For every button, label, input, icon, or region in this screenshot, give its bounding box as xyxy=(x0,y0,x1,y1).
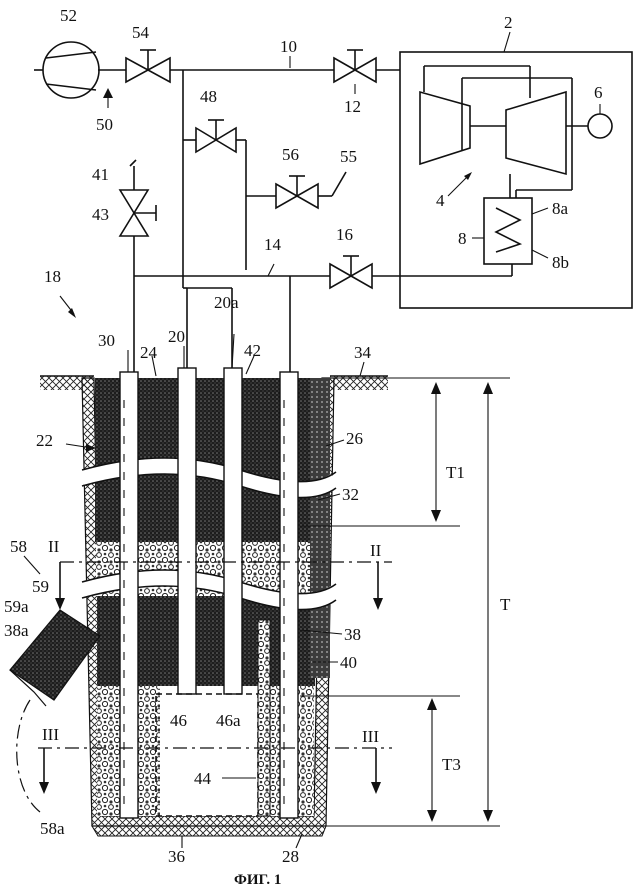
label-59a: 59a xyxy=(4,597,29,616)
valve-16 xyxy=(330,256,372,288)
label-58a: 58a xyxy=(40,819,65,838)
label-58: 58 xyxy=(10,537,27,556)
label-section-II-left: II xyxy=(48,537,60,556)
label-41: 41 xyxy=(92,165,109,184)
label-8a: 8a xyxy=(552,199,569,218)
valve-56 xyxy=(276,176,318,208)
label-10: 10 xyxy=(280,37,297,56)
label-12: 12 xyxy=(344,97,361,116)
label-38a: 38a xyxy=(4,621,29,640)
label-50: 50 xyxy=(96,115,113,134)
label-T1: T1 xyxy=(446,463,465,482)
label-2: 2 xyxy=(504,13,513,32)
label-8: 8 xyxy=(458,229,467,248)
label-59: 59 xyxy=(32,577,49,596)
label-42: 42 xyxy=(244,341,261,360)
label-36: 36 xyxy=(168,847,185,866)
valve-43 xyxy=(120,160,156,236)
label-56: 56 xyxy=(282,145,299,164)
label-section-III-right: III xyxy=(362,727,379,746)
label-16: 16 xyxy=(336,225,353,244)
label-8b: 8b xyxy=(552,253,569,272)
label-38: 38 xyxy=(344,625,361,644)
label-28: 28 xyxy=(282,847,299,866)
label-48: 48 xyxy=(200,87,217,106)
label-20: 20 xyxy=(168,327,185,346)
label-section-III-left: III xyxy=(42,725,59,744)
label-32: 32 xyxy=(342,485,359,504)
label-26: 26 xyxy=(346,429,363,448)
label-43: 43 xyxy=(92,205,109,224)
label-46: 46 xyxy=(170,711,187,730)
label-34: 34 xyxy=(354,343,372,362)
label-46a: 46a xyxy=(216,711,241,730)
label-52: 52 xyxy=(60,6,77,25)
side-branch xyxy=(10,610,100,812)
valve-54 xyxy=(126,50,170,82)
label-30: 30 xyxy=(98,331,115,350)
label-24: 24 xyxy=(140,343,158,362)
label-44: 44 xyxy=(194,769,212,788)
figure-caption: ФИГ. 1 xyxy=(234,872,281,888)
label-T3: T3 xyxy=(442,755,461,774)
label-20a: 20a xyxy=(214,293,239,312)
valve-48 xyxy=(196,120,236,152)
label-4: 4 xyxy=(436,191,445,210)
valve-12 xyxy=(334,50,376,82)
label-40: 40 xyxy=(340,653,357,672)
label-14: 14 xyxy=(264,235,282,254)
compressor-52 xyxy=(34,42,113,108)
label-22: 22 xyxy=(36,431,53,450)
label-6: 6 xyxy=(594,83,603,102)
label-section-II-right: II xyxy=(370,541,382,560)
label-55: 55 xyxy=(340,147,357,166)
label-T: T xyxy=(500,595,511,614)
label-18: 18 xyxy=(44,267,61,286)
label-54: 54 xyxy=(132,23,150,42)
